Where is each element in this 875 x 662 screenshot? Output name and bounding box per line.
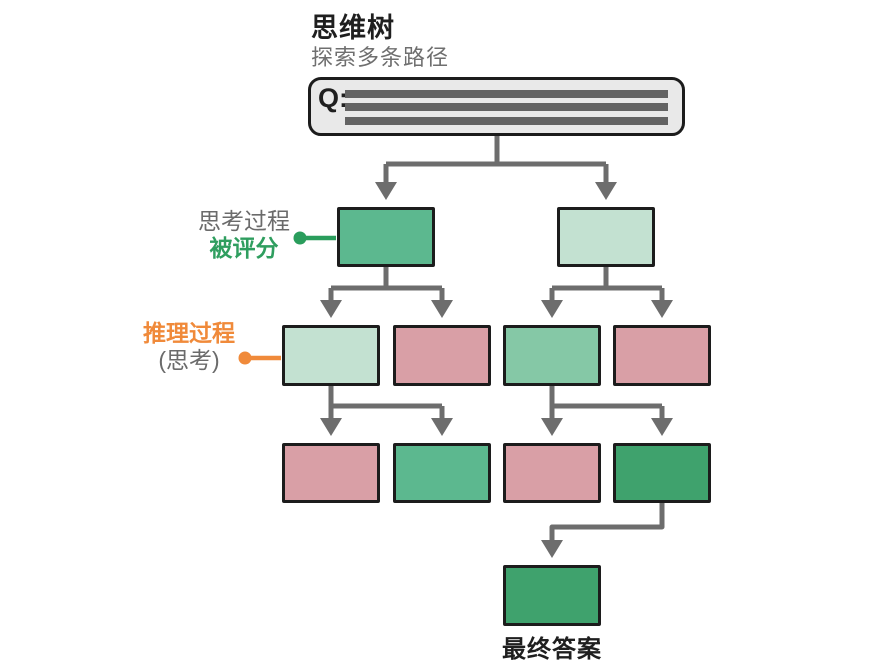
- reason-annotation: 推理过程 (思考): [114, 320, 264, 374]
- thought-node-b4: [613, 325, 711, 386]
- score-annotation: 思考过程 被评分: [169, 208, 319, 262]
- score-leader: [293, 231, 336, 245]
- page-title: 思维树: [311, 13, 395, 43]
- score-leader-dot: [293, 231, 307, 245]
- arrowhead: [320, 418, 342, 436]
- question-label: Q:: [318, 83, 348, 113]
- reason-leader-dot: [238, 351, 252, 365]
- arrowhead: [375, 182, 397, 200]
- reason-annotation-line2: (思考): [158, 347, 220, 373]
- thought-node-b1: [282, 325, 380, 386]
- arrowhead: [651, 300, 673, 318]
- question-box: Q:: [308, 77, 685, 136]
- edge-a2-to-children: [549, 267, 665, 304]
- arrowhead: [320, 300, 342, 318]
- score-annotation-line2: 被评分: [209, 235, 279, 261]
- thought-node-c1: [282, 443, 380, 503]
- thought-node-b3: [503, 325, 601, 386]
- edge-b1-to-children: [328, 386, 445, 422]
- arrowhead: [431, 418, 453, 436]
- arrowhead: [651, 418, 673, 436]
- arrowhead: [541, 300, 563, 318]
- thought-node-b2: [393, 325, 491, 386]
- reason-leader: [238, 351, 281, 365]
- score-annotation-line1: 思考过程: [198, 208, 290, 234]
- arrowhead: [541, 418, 563, 436]
- thought-node-a2: [557, 207, 655, 267]
- thought-node-c4: [613, 443, 711, 503]
- edge-c4-to-final: [549, 503, 665, 544]
- reason-annotation-line1: 推理过程: [143, 320, 235, 346]
- final-answer-node: [503, 565, 601, 626]
- question-text-placeholder: [345, 117, 668, 125]
- arrowhead: [595, 182, 617, 200]
- page-subtitle: 探索多条路径: [311, 45, 450, 70]
- edge-b3-to-children: [549, 386, 665, 422]
- final-answer-label: 最终答案: [502, 636, 602, 662]
- question-text-placeholder: [345, 90, 668, 98]
- arrowheads: [320, 182, 673, 558]
- thought-node-c3: [503, 443, 601, 503]
- thought-node-c2: [393, 443, 491, 503]
- arrowhead: [541, 540, 563, 558]
- question-text-placeholder: [345, 103, 668, 111]
- edge-a1-to-children: [328, 267, 445, 304]
- thought-node-a1: [337, 207, 435, 267]
- arrowhead: [431, 300, 453, 318]
- edge-question-to-level1: [383, 136, 609, 186]
